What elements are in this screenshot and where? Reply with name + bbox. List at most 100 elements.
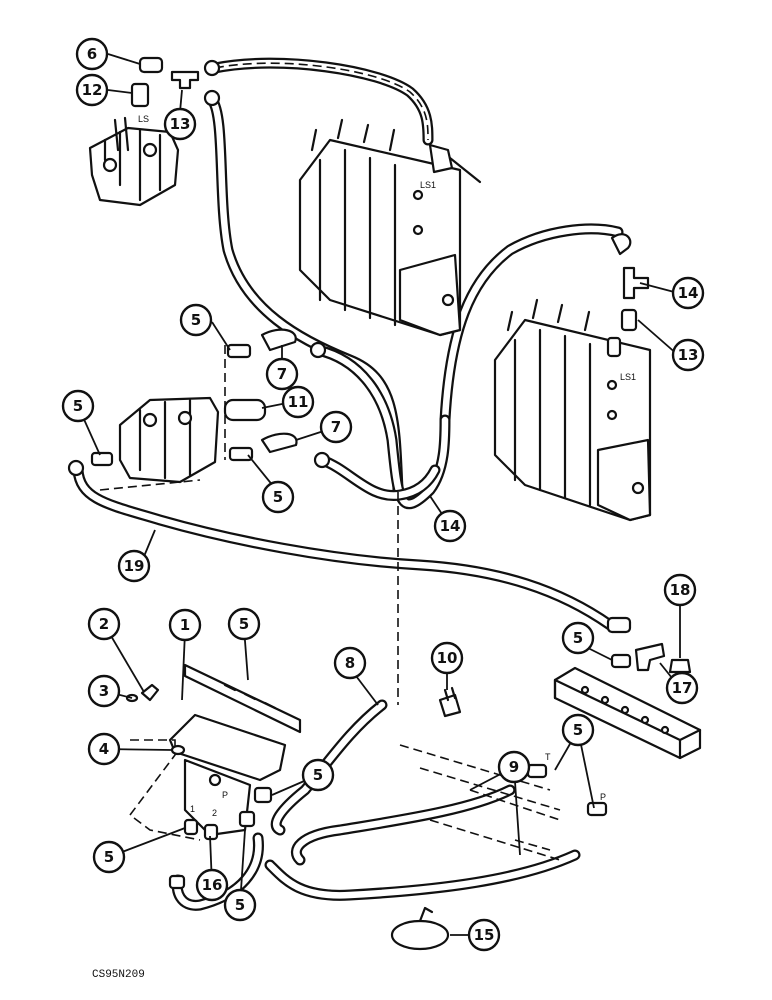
callout-5b: 5 <box>61 389 95 423</box>
svg-text:5: 5 <box>273 488 283 506</box>
svg-text:15: 15 <box>474 926 495 944</box>
port-label-pedal-1: 1 <box>190 804 195 814</box>
svg-text:18: 18 <box>670 581 691 599</box>
callouts: 6 12 13 14 13 5 7 5 11 7 5 14 19 18 5 17… <box>61 37 705 952</box>
tee-fitting-14a <box>170 70 200 90</box>
port-label-ls1-right: LS1 <box>620 372 636 382</box>
svg-text:4: 4 <box>99 740 109 758</box>
hose-end-15-a <box>309 341 327 359</box>
hose-9 <box>264 784 581 901</box>
svg-text:10: 10 <box>437 649 458 667</box>
svg-text:16: 16 <box>202 876 223 894</box>
fitting-5-mid-top <box>226 343 252 359</box>
callout-14a: 13 <box>163 107 197 141</box>
adapter-13a <box>130 82 150 108</box>
hose-clamp-11 <box>390 906 450 951</box>
svg-text:13: 13 <box>170 115 191 133</box>
callout-7c: 7 <box>319 410 353 444</box>
callout-5f: 5 <box>301 758 335 792</box>
svg-text:5: 5 <box>313 766 323 784</box>
seal-4 <box>170 744 186 756</box>
pedal-valve-block <box>183 758 252 837</box>
fitting-5-pedal-a <box>183 818 199 836</box>
top-left-valve-block: LS <box>88 114 180 207</box>
callout-1: 1 <box>168 608 202 642</box>
fitting-5-left <box>90 451 114 467</box>
pedal-plate-6 <box>183 663 302 734</box>
tee-fitting-14b <box>622 266 650 300</box>
callout-9: 9 <box>497 750 531 784</box>
hose-end-15-b <box>313 451 331 469</box>
figure-code: CS95N209 <box>92 969 145 981</box>
fitting-5-manifold-t <box>526 763 548 779</box>
hose-clip-10 <box>438 686 462 718</box>
callout-5d: 5 <box>561 621 595 655</box>
callout-4: 4 <box>87 732 121 766</box>
svg-text:19: 19 <box>124 557 145 575</box>
callout-5g: 5 <box>92 840 126 874</box>
callout-5e: 5 <box>561 713 595 747</box>
svg-text:6: 6 <box>87 45 97 63</box>
hose-left-descending <box>206 94 404 496</box>
callout-12: 11 <box>281 385 315 419</box>
manifold-bar: T P <box>526 666 702 817</box>
adapter-13b <box>620 308 638 332</box>
port-label-ls1-upper: LS1 <box>420 180 436 190</box>
callout-5c: 5 <box>261 480 295 514</box>
elbow-fitting-7a <box>138 56 164 74</box>
svg-text:14: 14 <box>440 517 461 535</box>
pressure-switch-12 <box>223 398 267 422</box>
svg-text:5: 5 <box>104 848 114 866</box>
svg-text:12: 12 <box>82 81 103 99</box>
hose-bottom-left <box>171 832 264 911</box>
callout-13a: 12 <box>75 73 109 107</box>
svg-text:1: 1 <box>180 616 190 634</box>
svg-text:14: 14 <box>678 284 699 302</box>
callout-5h: 5 <box>223 888 257 922</box>
hose-19 <box>72 464 616 631</box>
callout-3: 3 <box>87 674 121 708</box>
tee-fitting-17 <box>634 642 666 672</box>
middle-fittings <box>67 328 331 477</box>
callout-2: 2 <box>87 607 121 641</box>
foot-pedal-assembly: P 1 2 <box>125 663 302 890</box>
port-label-pedal-2: 2 <box>212 808 217 818</box>
port-label-manifold-p: P <box>600 792 606 802</box>
svg-text:5: 5 <box>235 896 245 914</box>
svg-text:5: 5 <box>573 629 583 647</box>
valve-stack-upper: LS1 <box>298 118 482 337</box>
svg-text:13: 13 <box>678 346 699 364</box>
fitting-16 <box>203 823 219 841</box>
right-upper-fittings <box>610 233 650 332</box>
top-left-fittings <box>130 56 221 108</box>
callout-17: 17 <box>665 671 699 705</box>
callout-10: 10 <box>430 641 464 675</box>
callout-19: 19 <box>117 549 151 583</box>
hose-end-19-left <box>67 459 85 477</box>
middle-left-control-valve <box>99 345 226 491</box>
port-label-pedal-p: P <box>222 790 228 800</box>
callout-6: 5 <box>227 607 261 641</box>
fitting-5-right <box>610 653 632 669</box>
hose-right-descending <box>439 223 624 426</box>
svg-text:5: 5 <box>573 721 583 739</box>
callout-16: 16 <box>195 868 229 902</box>
svg-text:5: 5 <box>239 615 249 633</box>
callout-7a: 6 <box>75 37 109 71</box>
valve-stack-right: LS1 <box>493 298 652 522</box>
nut-18 <box>668 658 692 674</box>
svg-text:5: 5 <box>73 397 83 415</box>
fitting-5-mid-low <box>228 446 254 462</box>
elbow-7-mid-low <box>260 432 298 454</box>
callout-14b: 14 <box>671 276 705 310</box>
right-mid-fittings <box>606 616 692 674</box>
fitting-5-manifold-p <box>586 801 608 817</box>
elbow-upper-right <box>610 233 632 256</box>
callout-8: 8 <box>333 646 367 680</box>
svg-text:5: 5 <box>191 311 201 329</box>
port-label-ls-top-left: LS <box>138 114 149 124</box>
hose-top-upper <box>209 57 434 146</box>
port-label-manifold-t: T <box>545 752 551 762</box>
callout-11: 15 <box>467 918 501 952</box>
